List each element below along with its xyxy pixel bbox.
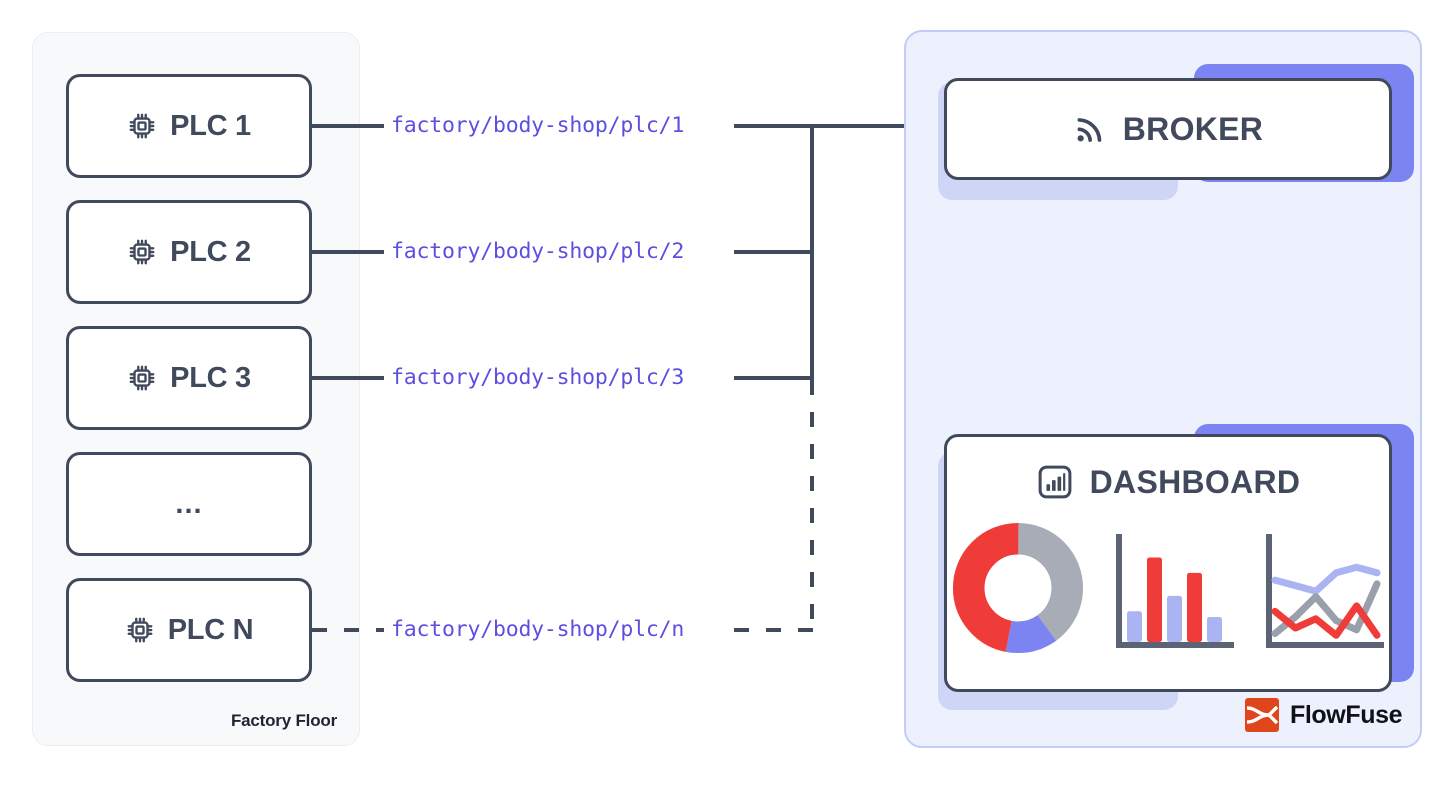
flowfuse-brand-name: FlowFuse [1290, 700, 1403, 729]
plc-node-1[interactable]: PLC 1 [66, 74, 312, 178]
factory-floor-caption: Factory Floor [230, 711, 337, 730]
dashboard-title: DASHBOARD [1089, 464, 1301, 500]
donut-chart-widget [952, 522, 1084, 654]
plc-node-label: PLC 3 [170, 361, 251, 394]
publish-topic-1: factory/body-shop/plc/1 [391, 113, 685, 138]
plc-node-label: PLC 1 [170, 109, 251, 142]
broker-card[interactable]: BROKER [938, 64, 1414, 200]
line-chart-widget [1266, 534, 1384, 648]
dashboard-card[interactable]: DASHBOARD [938, 424, 1414, 710]
publish-topic-n: factory/body-shop/plc/n [391, 617, 685, 642]
plc-node-ellipsis: ... [66, 452, 312, 556]
plc-node-label: PLC N [167, 613, 254, 646]
plc-node-label: PLC 2 [170, 235, 251, 268]
ellipsis-label: ... [175, 487, 203, 520]
plc-node-n[interactable]: PLC N [66, 578, 312, 682]
publish-topic-2: factory/body-shop/plc/2 [391, 239, 685, 264]
bar-chart-widget [1116, 534, 1234, 648]
chip-icon [127, 237, 157, 267]
broker-title: BROKER [1122, 111, 1264, 147]
chip-icon [125, 615, 155, 645]
chip-icon [127, 363, 157, 393]
flowfuse-logo-icon [1245, 698, 1279, 732]
broadcast-icon [1073, 112, 1107, 146]
publish-topic-3: factory/body-shop/plc/3 [391, 365, 685, 390]
chip-icon [127, 111, 157, 141]
flowfuse-brand: FlowFuse [1245, 698, 1402, 732]
plc-node-3[interactable]: PLC 3 [66, 326, 312, 430]
plc-node-2[interactable]: PLC 2 [66, 200, 312, 304]
bar-chart-box-icon [1036, 463, 1074, 501]
